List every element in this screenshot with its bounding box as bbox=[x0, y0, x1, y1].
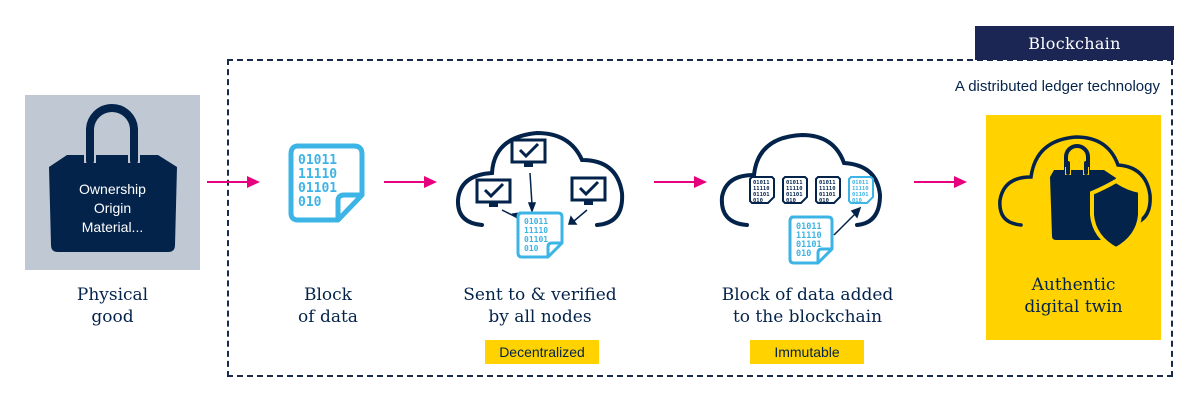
block-of-data-label: Block of data bbox=[248, 284, 408, 328]
blockchain-header: Blockchain bbox=[975, 26, 1174, 60]
svg-text:11110: 11110 bbox=[753, 186, 770, 192]
svg-text:01101: 01101 bbox=[524, 235, 548, 244]
monitor-icon bbox=[570, 176, 607, 205]
added-to-chain-label: Block of data added to the blockchain bbox=[695, 284, 920, 328]
arrow-icon bbox=[914, 176, 967, 188]
blockchain-frame bbox=[227, 59, 1173, 377]
verified-label-line1: Sent to & verified bbox=[463, 285, 617, 305]
svg-text:11110: 11110 bbox=[852, 186, 869, 192]
verified-by-nodes-label: Sent to & verified by all nodes bbox=[440, 284, 640, 328]
verified-label-line2: by all nodes bbox=[488, 307, 592, 327]
digital-twin-box bbox=[986, 115, 1161, 340]
arrow-icon bbox=[207, 176, 260, 188]
immutable-badge: Immutable bbox=[750, 340, 864, 364]
svg-text:11110: 11110 bbox=[786, 186, 803, 192]
attribute-ownership: Ownership bbox=[79, 181, 146, 197]
binary-line: 01101 bbox=[298, 181, 337, 196]
svg-text:01101: 01101 bbox=[786, 192, 803, 198]
block-of-data-label-line1: Block bbox=[304, 285, 352, 305]
digital-twin-label-line1: Authentic bbox=[1031, 275, 1116, 295]
attribute-material: Material... bbox=[81, 219, 144, 235]
svg-text:11110: 11110 bbox=[796, 231, 822, 241]
svg-text:01011: 01011 bbox=[524, 217, 548, 226]
svg-text:010: 010 bbox=[852, 198, 862, 204]
physical-good-label-line1: Physical bbox=[76, 285, 149, 305]
svg-text:01011: 01011 bbox=[796, 222, 822, 232]
digital-twin-label-line2: digital twin bbox=[1024, 297, 1123, 317]
binary-line: 01011 bbox=[298, 153, 337, 168]
monitor-icon bbox=[475, 178, 512, 207]
physical-good-attributes: Ownership Origin Material... bbox=[25, 180, 200, 237]
svg-text:01101: 01101 bbox=[796, 240, 822, 250]
svg-text:010: 010 bbox=[796, 249, 811, 259]
svg-text:01011: 01011 bbox=[819, 180, 836, 186]
svg-text:010: 010 bbox=[819, 198, 829, 204]
binary-line: 11110 bbox=[298, 167, 337, 182]
svg-text:11110: 11110 bbox=[819, 186, 836, 192]
svg-text:010: 010 bbox=[753, 198, 763, 204]
binary-line: 010 bbox=[298, 195, 322, 210]
svg-text:01101: 01101 bbox=[852, 192, 869, 198]
cloud-bag-shield-icon bbox=[998, 135, 1152, 252]
monitor-icon bbox=[510, 138, 547, 167]
shopping-bag-icon bbox=[49, 101, 177, 252]
data-document-icon: 01011 11110 01101 010 bbox=[288, 143, 365, 223]
blockchain-subtitle: A distributed ledger technology bbox=[954, 78, 1160, 95]
decentralized-badge: Decentralized bbox=[485, 340, 599, 364]
svg-text:01011: 01011 bbox=[753, 180, 770, 186]
svg-text:010: 010 bbox=[524, 244, 539, 253]
physical-good-label: Physical good bbox=[25, 284, 200, 328]
svg-text:01101: 01101 bbox=[819, 192, 836, 198]
physical-good-label-line2: good bbox=[91, 307, 134, 327]
physical-good-box bbox=[25, 95, 200, 270]
added-label-line1: Block of data added bbox=[721, 285, 894, 305]
svg-text:01101: 01101 bbox=[753, 192, 770, 198]
svg-text:01011: 01011 bbox=[852, 180, 869, 186]
block-of-data-label-line2: of data bbox=[298, 307, 358, 327]
added-label-line2: to the blockchain bbox=[732, 307, 883, 327]
svg-text:010: 010 bbox=[786, 198, 796, 204]
attribute-origin: Origin bbox=[93, 200, 132, 216]
digital-twin-label: Authentic digital twin bbox=[986, 274, 1161, 318]
svg-text:11110: 11110 bbox=[524, 226, 548, 235]
arrow-icon bbox=[654, 176, 707, 188]
arrow-icon bbox=[384, 176, 437, 188]
svg-text:01011: 01011 bbox=[786, 180, 803, 186]
